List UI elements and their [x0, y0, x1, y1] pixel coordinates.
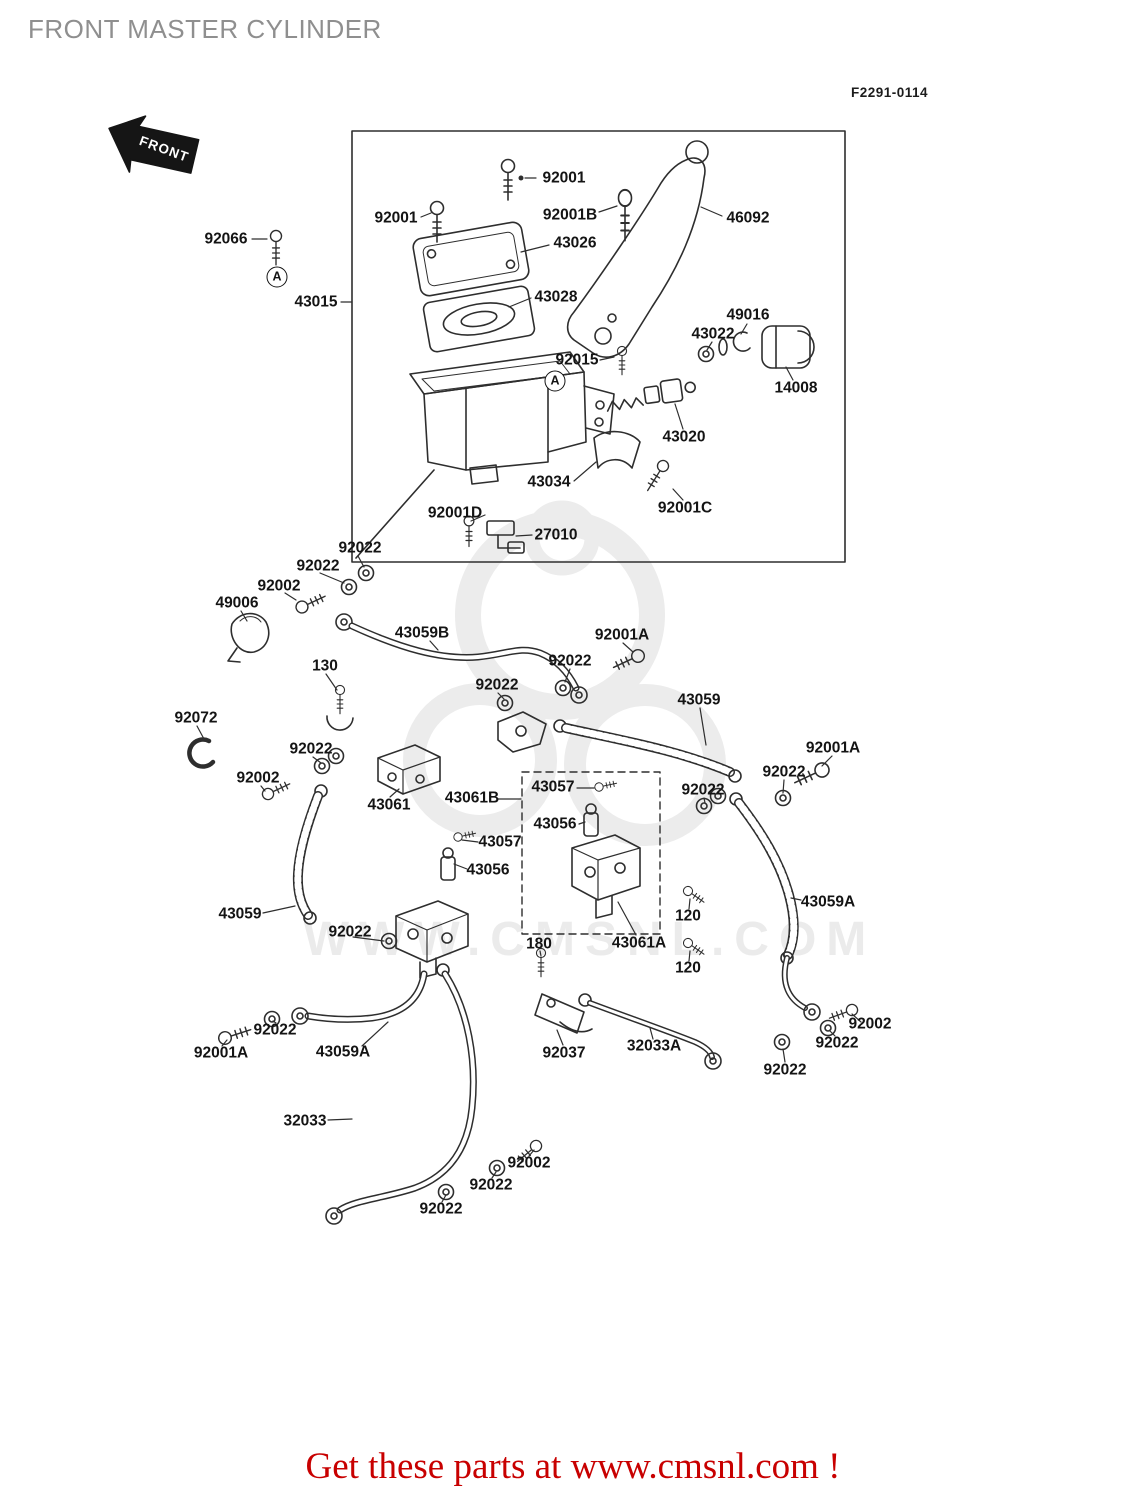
front-arrow: FRONT [108, 115, 200, 174]
brake-switch [486, 520, 525, 554]
part-label-92002[interactable]: 92002 [257, 577, 301, 595]
part-label-92022[interactable]: 92022 [815, 1034, 859, 1052]
part-label-32033[interactable]: 32033 [283, 1112, 327, 1130]
ref-bubble-A: A [266, 266, 288, 288]
watermark-text: WWW.CMSNL.COM [304, 913, 877, 966]
assembly-box [351, 130, 846, 563]
part-label-92001D[interactable]: 92001D [427, 504, 483, 522]
part-label-43026[interactable]: 43026 [553, 234, 597, 252]
junction-detail-box [521, 771, 661, 935]
hose-clamp-130 [326, 684, 354, 731]
part-label-92001[interactable]: 92001 [542, 169, 586, 187]
part-label-43057[interactable]: 43057 [531, 778, 575, 796]
part-label-43059A[interactable]: 43059A [800, 893, 856, 911]
hose-43059B [348, 622, 580, 692]
part-label-27010[interactable]: 27010 [534, 526, 578, 544]
diagram-code: F2291-0114 [851, 85, 929, 100]
part-label-43034[interactable]: 43034 [527, 473, 571, 491]
brake-lever [566, 140, 709, 358]
part-label-92001C[interactable]: 92001C [657, 499, 713, 517]
part-label-43028[interactable]: 43028 [534, 288, 578, 306]
rubber-boot [227, 612, 270, 663]
part-label-120[interactable]: 120 [675, 907, 701, 925]
part-label-92002[interactable]: 92002 [236, 769, 280, 787]
part-label-130[interactable]: 130 [312, 657, 338, 675]
part-label-92001A[interactable]: 92001A [805, 739, 861, 757]
part-label-43022[interactable]: 43022 [691, 325, 735, 343]
bleeder-valve [440, 847, 456, 881]
part-label-92022[interactable]: 92022 [328, 923, 372, 941]
cap-screw-top-icon [500, 158, 524, 201]
hose-32033A [587, 1000, 715, 1060]
hose-43059A-right [734, 798, 799, 960]
hose-43059A-left [304, 970, 428, 1023]
piston-washer-set [697, 338, 728, 363]
part-label-46092[interactable]: 46092 [726, 209, 770, 227]
footer-link[interactable]: Get these parts at www.cmsnl.com ! [305, 1446, 841, 1487]
diaphragm-plate [422, 285, 536, 353]
part-label-92022[interactable]: 92022 [419, 1200, 463, 1218]
hose-32033 [336, 970, 477, 1214]
part-label-43059[interactable]: 43059 [677, 691, 721, 709]
part-label-92022[interactable]: 92022 [681, 781, 725, 799]
part-label-49006[interactable]: 49006 [215, 594, 259, 612]
part-label-92015[interactable]: 92015 [555, 351, 599, 369]
part-label-92002[interactable]: 92002 [507, 1154, 551, 1172]
part-label-180[interactable]: 180 [526, 935, 552, 953]
part-label-92022[interactable]: 92022 [253, 1021, 297, 1039]
leader-lines [196, 177, 862, 1203]
part-label-43056[interactable]: 43056 [533, 815, 577, 833]
hose-43059A-right-lower [781, 955, 808, 1011]
page-title: FRONT MASTER CYLINDER [28, 14, 382, 44]
junction-43061 [377, 744, 441, 795]
cylinder-clamp [593, 430, 641, 469]
part-label-92022[interactable]: 92022 [289, 740, 333, 758]
hose-43059-left [292, 791, 323, 920]
part-label-43020[interactable]: 43020 [662, 428, 706, 446]
part-label-92022[interactable]: 92022 [338, 539, 382, 557]
part-label-92072[interactable]: 92072 [174, 709, 218, 727]
part-label-92022[interactable]: 92022 [296, 557, 340, 575]
retaining-clip [187, 737, 216, 769]
reservoir-cap [412, 221, 530, 297]
part-label-92022[interactable]: 92022 [475, 676, 519, 694]
part-label-43059B[interactable]: 43059B [394, 624, 450, 642]
bleeder-valve [583, 803, 599, 837]
part-label-120[interactable]: 120 [675, 959, 701, 977]
part-label-32033A[interactable]: 32033A [626, 1037, 682, 1055]
part-label-92022[interactable]: 92022 [469, 1176, 513, 1194]
part-label-14008[interactable]: 14008 [774, 379, 818, 397]
hose-43059-right [561, 723, 735, 777]
part-label-43059A[interactable]: 43059A [315, 1043, 371, 1061]
piston-assembly [606, 378, 696, 412]
part-label-92002[interactable]: 92002 [848, 1015, 892, 1033]
part-label-92001A[interactable]: 92001A [193, 1044, 249, 1062]
clamp-92037 [534, 993, 593, 1034]
part-label-92022[interactable]: 92022 [763, 1061, 807, 1079]
part-label-43059[interactable]: 43059 [218, 905, 262, 923]
part-label-49016[interactable]: 49016 [726, 306, 770, 324]
part-label-43015[interactable]: 43015 [294, 293, 338, 311]
part-label-92022[interactable]: 92022 [548, 652, 592, 670]
part-label-43056[interactable]: 43056 [466, 861, 510, 879]
part-label-43061A[interactable]: 43061A [611, 934, 667, 952]
ref-bubble-A: A [544, 370, 566, 392]
part-label-92037[interactable]: 92037 [542, 1044, 586, 1062]
part-label-92066[interactable]: 92066 [204, 230, 248, 248]
junction-joint [497, 711, 547, 753]
part-label-92022[interactable]: 92022 [762, 763, 806, 781]
master-cylinder-body [409, 351, 615, 485]
junction-43061A [571, 834, 641, 919]
junction-lower-left [395, 900, 469, 979]
part-label-43061[interactable]: 43061 [367, 796, 411, 814]
part-label-43057[interactable]: 43057 [478, 833, 522, 851]
part-label-43061B[interactable]: 43061B [444, 789, 500, 807]
watermark-logo: WWW.CMSNL.COM [304, 500, 877, 966]
part-label-92001B[interactable]: 92001B [542, 206, 598, 224]
part-label-92001[interactable]: 92001 [374, 209, 418, 227]
part-label-92001A[interactable]: 92001A [594, 626, 650, 644]
